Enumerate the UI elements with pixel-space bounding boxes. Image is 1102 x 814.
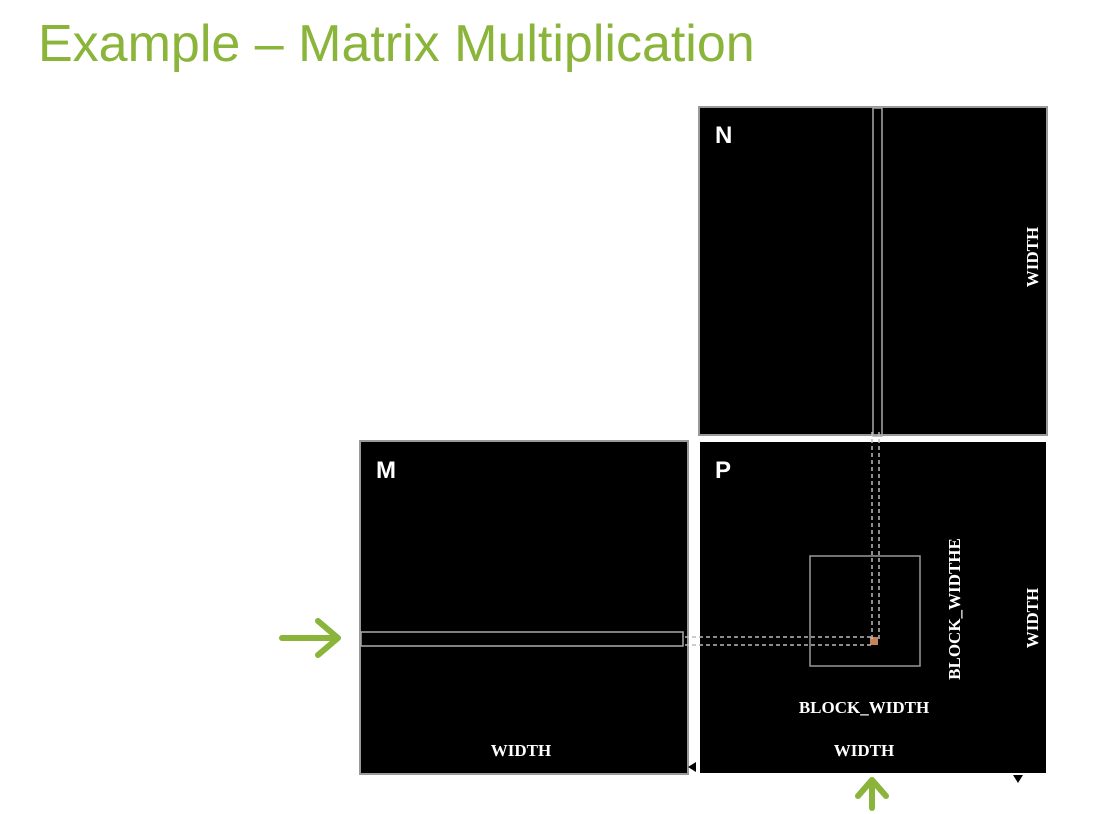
result-element bbox=[870, 637, 878, 645]
matrix-m-label: M bbox=[376, 457, 396, 484]
matrix-m-row-strip bbox=[360, 631, 684, 647]
matrix-m-width-label: WIDTH bbox=[491, 741, 551, 760]
slide-title: Example – Matrix Multiplication bbox=[38, 15, 755, 73]
down-marker-icon bbox=[1013, 775, 1023, 783]
matrix-n: N WIDTH bbox=[698, 106, 1048, 437]
matrix-p-height-label: WIDTH bbox=[1023, 588, 1042, 648]
block-width-label: BLOCK_WIDTH bbox=[799, 698, 929, 717]
matrix-n-label: N bbox=[715, 122, 732, 149]
matrix-p-label: P bbox=[715, 457, 731, 484]
matrix-p-box bbox=[698, 440, 1048, 775]
row-arrow-icon bbox=[279, 618, 341, 658]
matrix-n-height-label: WIDTH bbox=[1023, 227, 1042, 287]
block-tile bbox=[809, 555, 921, 667]
block-height-label: BLOCK_WIDTHE bbox=[945, 538, 964, 680]
matrix-n-column-strip bbox=[872, 107, 883, 437]
left-marker-icon bbox=[688, 762, 696, 772]
column-arrow-icon bbox=[855, 777, 889, 811]
matrix-p: P BLOCK_WIDTH BLOCK_WIDTHE WIDTH WIDTH bbox=[698, 440, 1048, 775]
dashed-guides bbox=[685, 432, 880, 646]
matrix-p-width-label: WIDTH bbox=[834, 741, 894, 760]
matrix-m: M WIDTH bbox=[359, 440, 689, 775]
matrix-m-box bbox=[359, 440, 689, 775]
